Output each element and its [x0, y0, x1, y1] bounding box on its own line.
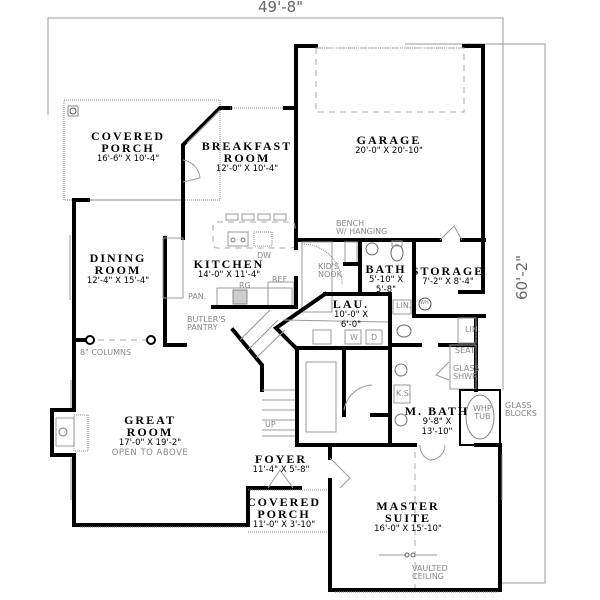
kids-nook-annotation: KID'S NOOK [318, 262, 342, 280]
master-bath-walls [388, 316, 502, 461]
pantry-label: PAN. [188, 292, 207, 301]
room-label-garage: GARAGE 20'-0" X 20'-10" [355, 133, 423, 156]
bath-walls [323, 238, 416, 315]
linen-label-bath: LIN. [396, 301, 412, 310]
kitchen-fixtures [211, 213, 298, 309]
garage-walls [294, 44, 485, 294]
room-label-great-room: GREAT ROOM 17'-0" X 19'-2" OPEN TO ABOVE [111, 413, 189, 458]
columns-annotation: 8" COLUMNS [80, 348, 132, 357]
butlers-pantry-annotation: BUTLER'S PANTRY [187, 315, 226, 333]
room-label-foyer: FOYER 11'-4" X 5'-8" [252, 452, 310, 475]
glass-blocks-annotation: GLASS BLOCKS [505, 401, 537, 419]
vaulted-ceiling-annotation: VAULTED CEILING [412, 564, 448, 582]
room-label-kitchen: KITCHEN 14'-0" X 11'-4" [193, 257, 265, 280]
bench-annotation: BENCH W/ HANGING [336, 219, 388, 237]
water-heater-label: WH [420, 300, 429, 306]
room-label-dining-room: DINING ROOM 12'-4" X 15'-4" [86, 251, 150, 286]
post-icon [67, 105, 79, 117]
room-label-storage: STORAGE 7'-2" X 8'-4" [411, 264, 485, 287]
dryer-label: D [371, 333, 378, 342]
glass-shower-annotation: GLASS SHWR [453, 364, 480, 382]
foyer-and-front-porch [248, 443, 351, 533]
room-label-front-covered-porch: COVERED PORCH 11'-0" X 3'-10" [246, 495, 322, 530]
stairs-and-closets [230, 309, 392, 447]
great-room-walls [50, 335, 302, 528]
shower-seat-label: SEAT [455, 346, 475, 355]
range-label: RG [239, 281, 251, 290]
room-label-rear-covered-porch: COVERED PORCH 16'-6" X 10'-4" [90, 129, 166, 164]
overall-width-dimension: 49'-8" [258, 0, 304, 16]
room-label-bath: BATH 5'-10" X 5'-8" [365, 262, 407, 295]
master-suite-walls [328, 443, 503, 593]
room-label-master-suite: MASTER SUITE 16'-0" X 15'-10" [374, 499, 442, 534]
knee-space-label: K.S. [396, 389, 412, 398]
kids-nook [298, 238, 412, 313]
room-label-master-bath: M. BATH 9'-8" X 13'-10" [404, 404, 470, 437]
dishwasher-label: DW [257, 251, 272, 260]
storage-walls [412, 225, 486, 318]
washer-label: W [350, 333, 358, 342]
linen-label-master-bath: LIN. [465, 325, 481, 334]
stairs-up-label: UP [265, 420, 276, 429]
whirlpool-tub-annotation: WHP TUB [473, 404, 492, 422]
room-label-laundry: LAU. 10'-0" X 6'-0" [332, 297, 370, 330]
refrigerator-label: REF [272, 275, 288, 284]
overall-depth-dimension: 60'-2" [513, 254, 531, 300]
breakfast-walls [181, 106, 298, 240]
room-label-breakfast-room: BREAKFAST ROOM 12'-0" X 10'-4" [201, 139, 293, 174]
